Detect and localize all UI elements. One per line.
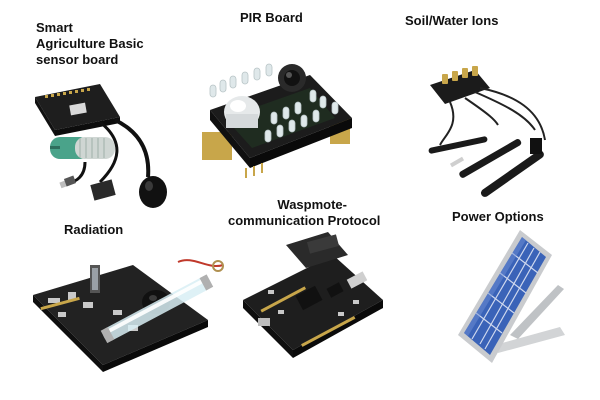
waspmote-board-image [238, 230, 388, 370]
label-line: PIR Board [240, 10, 303, 25]
soil-water-ions-label: Soil/Water Ions [405, 13, 498, 29]
label-line: Waspmote- [277, 197, 347, 212]
label-line: Radiation [64, 222, 124, 237]
power-options-label: Power Options [452, 209, 544, 225]
pir-board-label: PIR Board [240, 10, 303, 26]
pir-board-image [190, 40, 365, 190]
radiation-label: Radiation [64, 222, 123, 238]
label-line: Agriculture Basic [36, 36, 144, 51]
soil-water-ions-image [420, 60, 570, 200]
label-line: communication Protocol [228, 213, 381, 228]
radiation-board-image [28, 240, 233, 380]
label-line: Smart [36, 20, 73, 35]
smart-agriculture-label: Smart Agriculture Basic sensor board [36, 20, 144, 68]
smart-agriculture-board-image [30, 82, 190, 212]
label-line: Soil/Water Ions [405, 13, 499, 28]
label-line: sensor board [36, 52, 119, 67]
waspmote-label: Waspmote- communication Protocol [228, 197, 380, 229]
label-line: Power Options [452, 209, 544, 224]
solar-panel-image [440, 225, 575, 375]
